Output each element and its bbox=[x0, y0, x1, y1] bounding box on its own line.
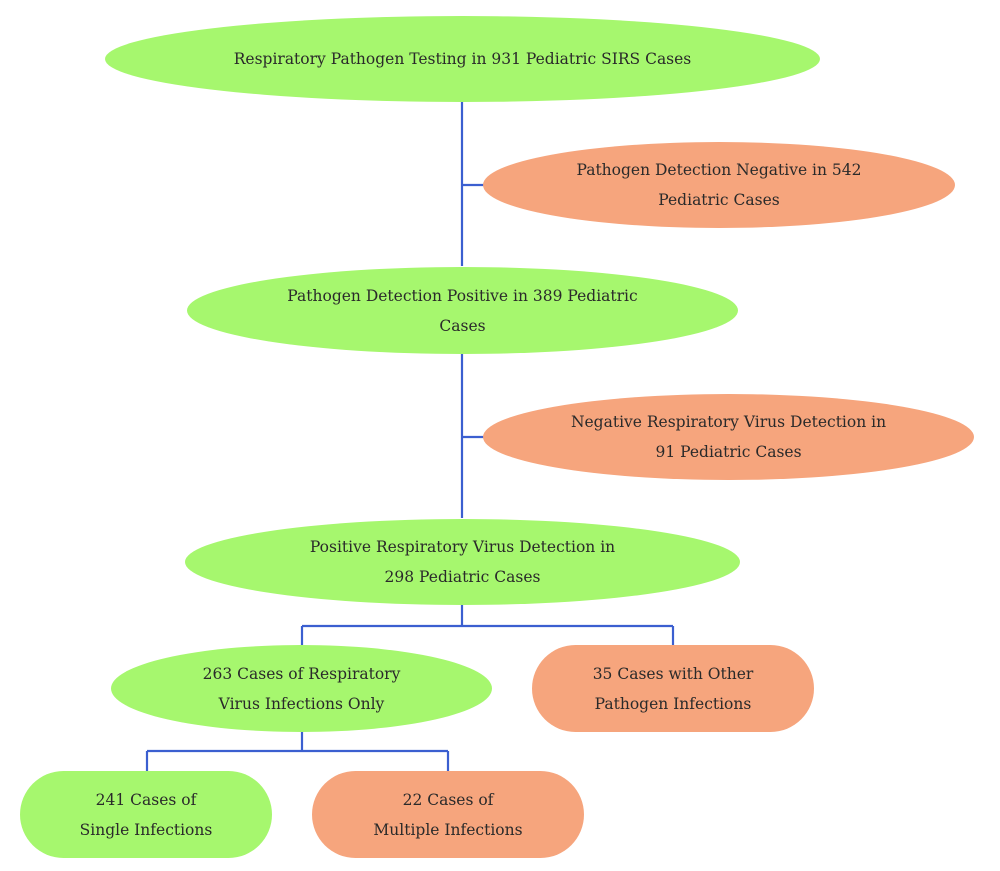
node-virus-negative-91: Negative Respiratory Virus Detection in … bbox=[483, 394, 974, 480]
node-virus-positive-298: Positive Respiratory Virus Detection in … bbox=[185, 519, 740, 605]
node-single-241-label: 241 Cases of Single Infections bbox=[79, 790, 213, 839]
node-multiple-22-label: 22 Cases of Multiple Infections bbox=[373, 790, 523, 839]
node-other-pathogen-35: 35 Cases with Other Pathogen Infections bbox=[532, 645, 814, 732]
node-other-pathogen-35-label: 35 Cases with Other Pathogen Infections bbox=[592, 664, 754, 713]
node-root-931-cases: Respiratory Pathogen Testing in 931 Pedi… bbox=[105, 16, 820, 102]
node-root-label: Respiratory Pathogen Testing in 931 Pedi… bbox=[233, 50, 692, 68]
node-positive-389-label: Pathogen Detection Positive in 389 Pedia… bbox=[287, 286, 638, 335]
node-negative-542: Pathogen Detection Negative in 542 Pedia… bbox=[483, 142, 955, 228]
node-virus-only-263: 263 Cases of Respiratory Virus Infection… bbox=[111, 645, 492, 732]
node-single-241: 241 Cases of Single Infections bbox=[20, 771, 272, 858]
node-virus-only-263-label: 263 Cases of Respiratory Virus Infection… bbox=[202, 664, 401, 713]
node-virus-negative-91-label: Negative Respiratory Virus Detection in … bbox=[570, 413, 887, 461]
node-negative-542-label: Pathogen Detection Negative in 542 Pedia… bbox=[576, 161, 862, 209]
node-multiple-22: 22 Cases of Multiple Infections bbox=[312, 771, 584, 858]
node-virus-positive-298-label: Positive Respiratory Virus Detection in … bbox=[309, 538, 616, 586]
node-positive-389: Pathogen Detection Positive in 389 Pedia… bbox=[187, 267, 738, 354]
